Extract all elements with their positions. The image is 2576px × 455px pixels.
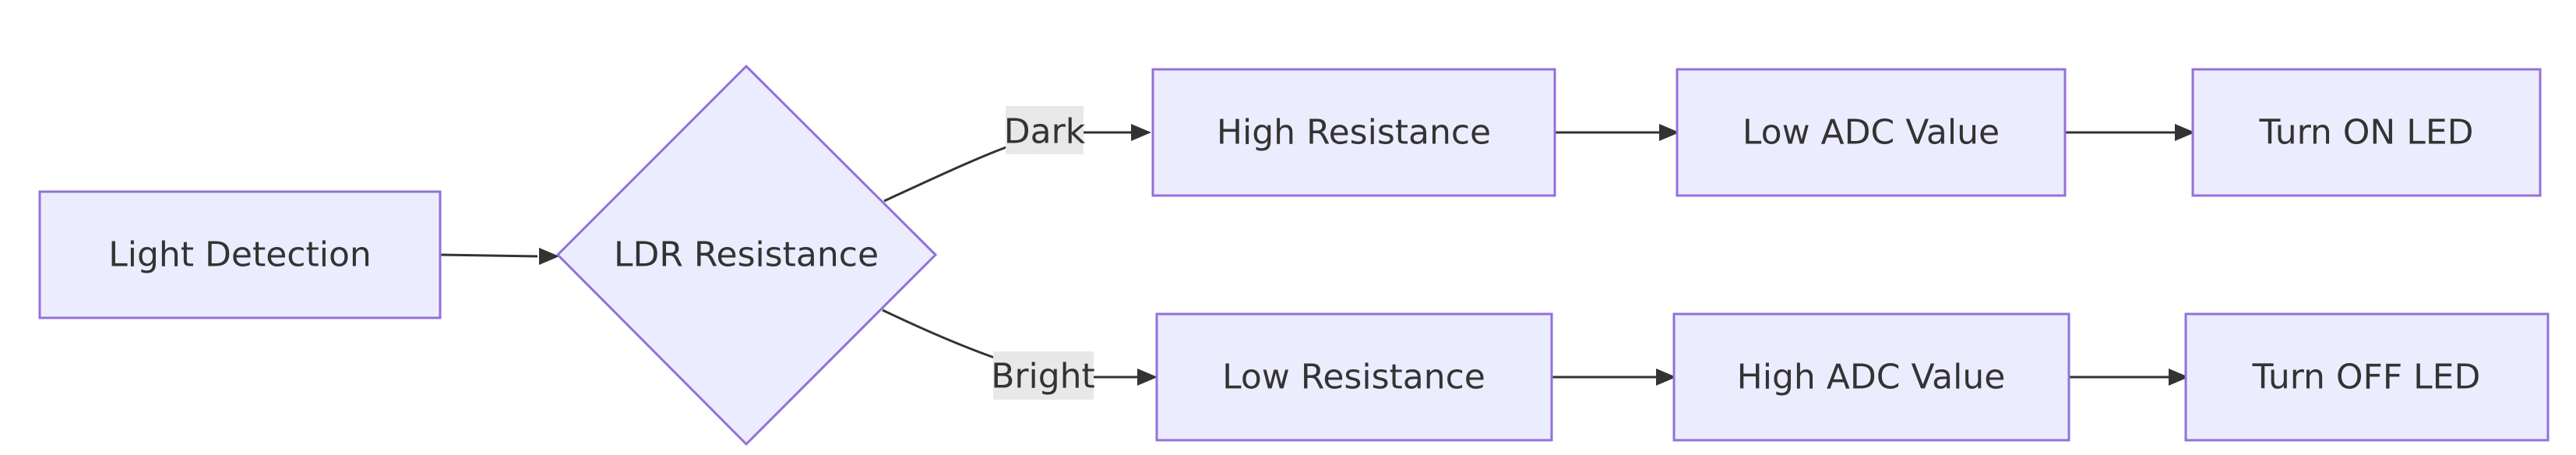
node-ldr-resistance[interactable]: LDR Resistance [555,64,938,446]
node-high-adc-value-label: High ADC Value [1737,358,2006,397]
arrowhead-icon [539,248,559,265]
arrowhead-icon [1659,124,1679,141]
node-turn-on-led[interactable]: Turn ON LED [2191,68,2542,197]
node-light-detection-label: Light Detection [108,235,372,275]
arrowhead-icon [2169,369,2189,386]
node-turn-on-led-label: Turn ON LED [2259,113,2474,153]
node-low-adc-value-label: Low ADC Value [1743,113,2000,153]
node-high-resistance[interactable]: High Resistance [1151,68,1556,197]
edge-label-dark: Dark [1004,106,1086,154]
node-low-resistance[interactable]: Low Resistance [1155,312,1553,442]
node-ldr-resistance-label: LDR Resistance [614,235,879,275]
arrowhead-icon [2175,124,2195,141]
node-low-resistance-label: Low Resistance [1222,358,1485,397]
arrowhead-icon [1656,369,1676,386]
node-low-adc-value[interactable]: Low ADC Value [1676,68,2067,197]
node-light-detection[interactable]: Light Detection [38,190,442,319]
edge-label-dark-text: Dark [1004,112,1086,152]
node-high-adc-value[interactable]: High ADC Value [1672,312,2070,442]
edge-label-bright: Bright [991,351,1095,400]
arrowhead-icon [1137,369,1158,386]
node-turn-off-led-label: Turn OFF LED [2252,358,2481,397]
node-turn-off-led[interactable]: Turn OFF LED [2184,312,2550,442]
arrowhead-icon [1131,124,1151,141]
node-high-resistance-label: High Resistance [1217,113,1491,153]
edge-label-bright-text: Bright [991,357,1095,397]
edge-light-detection-to-ldr [439,253,538,258]
